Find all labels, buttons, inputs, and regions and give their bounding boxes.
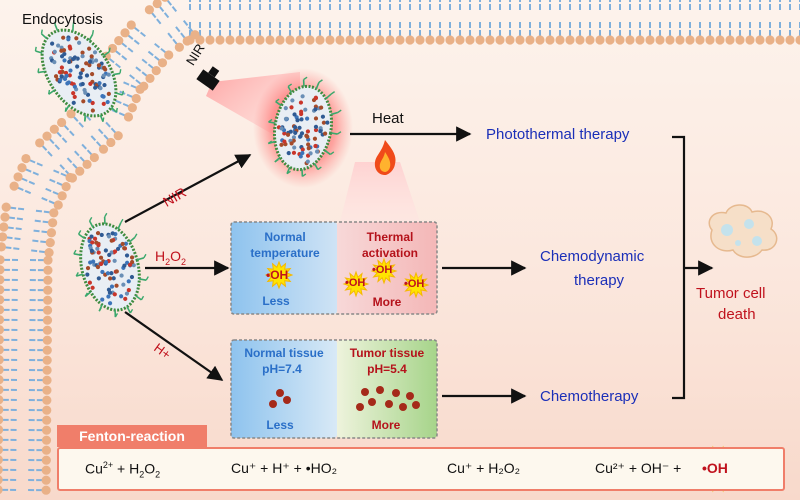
chemo-right-title-2: pH=5.4 bbox=[367, 362, 407, 376]
cdt-right-title-2: activation bbox=[361, 246, 418, 260]
cdt-left-title-1: Normal bbox=[264, 230, 306, 244]
fenton-eq1-reactants: Cu2+ + H2O2 bbox=[85, 460, 161, 480]
cdt-right-amount: More bbox=[372, 295, 402, 309]
tumor-label-1: Tumor cell bbox=[696, 285, 766, 302]
h-arrow bbox=[124, 311, 224, 381]
fenton-tag: Fenton-reaction bbox=[57, 425, 207, 447]
endocytosis-label: Endocytosis bbox=[22, 11, 103, 28]
cdt-right-title-1: Thermal bbox=[366, 230, 414, 244]
fenton-eq1-products: Cu⁺ + H⁺ + •HO₂ bbox=[231, 460, 338, 476]
fenton-eq2-products: Cu²⁺ + OH⁻ + bbox=[595, 460, 682, 476]
heat-beam bbox=[340, 162, 420, 222]
cdt-left-amount: Less bbox=[262, 294, 290, 308]
flame-icon bbox=[374, 140, 396, 175]
chemo-right-title-1: Tumor tissue bbox=[349, 346, 425, 360]
chemodynamic-label-1: Chemodynamic bbox=[540, 248, 645, 265]
cdt-right-species-3: •OH bbox=[404, 278, 425, 290]
nanoparticles bbox=[34, 20, 342, 318]
heat-label: Heat bbox=[372, 110, 404, 127]
merge-bracket bbox=[672, 135, 686, 400]
chemo-left-amount: Less bbox=[266, 418, 294, 432]
tumor-label-2: death bbox=[718, 306, 756, 323]
cdt-left-title-2: temperature bbox=[250, 246, 320, 260]
h2o2-arrow-label: H2O2 bbox=[155, 248, 187, 267]
chemo-right-amount: More bbox=[371, 418, 401, 432]
fenton-eq2-reactants: Cu⁺ + H₂O₂ bbox=[447, 460, 521, 476]
fenton-eq2-radical: •OH bbox=[702, 460, 728, 476]
cdt-right-species-2: •OH bbox=[372, 264, 393, 276]
drug-dots-less bbox=[269, 389, 291, 408]
laser-device-icon bbox=[196, 66, 220, 91]
chemo-comparison-box bbox=[230, 339, 438, 439]
chemo-left-title-2: pH=7.4 bbox=[262, 362, 302, 376]
fenton-box: Cu2+ + H2O2 Cu⁺ + H⁺ + •HO₂ Cu⁺ + H₂O₂ C… bbox=[57, 447, 785, 491]
tumor-cell-icon bbox=[708, 204, 778, 258]
drug-dots-more bbox=[356, 386, 420, 411]
chemo-left-title-1: Normal tissue bbox=[244, 346, 324, 360]
photothermal-label: Photothermal therapy bbox=[486, 126, 630, 143]
radical-bursts bbox=[264, 257, 430, 299]
nir-arrow bbox=[124, 154, 252, 223]
chemodynamic-label-2: therapy bbox=[574, 272, 625, 289]
cdt-left-species: •OH bbox=[266, 268, 289, 282]
chemotherapy-label: Chemotherapy bbox=[540, 388, 639, 405]
cdt-right-species-1: •OH bbox=[345, 277, 366, 289]
